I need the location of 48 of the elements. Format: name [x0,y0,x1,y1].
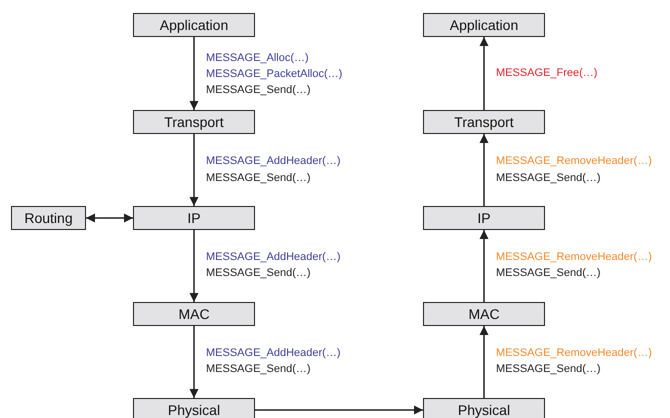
layer-box [423,13,545,37]
arrow [86,214,133,222]
arrow [190,37,198,110]
layer-name: MAC [468,306,500,322]
arrow [190,134,198,206]
layer-name: Routing [24,210,73,226]
arrow [480,326,488,398]
layer-name: IP [187,210,201,226]
function-call-label: MESSAGE_Send(…) [496,363,601,376]
function-call-label: MESSAGE_AddHeader(…) [206,155,340,168]
function-call-label: MESSAGE_Send(…) [496,267,601,280]
arrow [480,134,488,206]
function-call-label: MESSAGE_AddHeader(…) [206,347,340,360]
arrow [190,230,198,302]
arrow [480,37,488,110]
layer-box [133,302,255,326]
layer-box [423,302,545,326]
function-call-label: MESSAGE_Send(…) [206,363,311,376]
layer-box [133,398,255,418]
function-call-label: MESSAGE_RemoveHeader(…) [496,347,652,360]
function-call-label: MESSAGE_RemoveHeader(…) [496,155,652,168]
layer-name: IP [477,210,491,226]
function-call-label: MESSAGE_Alloc(…) [206,52,309,65]
layer-name: Transport [164,114,224,130]
function-call-label: MESSAGE_Send(…) [206,172,311,185]
layer-box [423,398,545,418]
layer-box [423,110,545,134]
arrow [480,230,488,302]
layer-name: MAC [178,306,210,322]
layer-box [423,206,545,230]
layer-name: Application [450,17,518,33]
arrow [190,326,198,398]
layer-box [133,206,255,230]
layer-box [11,206,86,230]
function-call-label: MESSAGE_RemoveHeader(…) [496,251,652,264]
layer-name: Application [160,17,228,33]
function-call-label: MESSAGE_Send(…) [206,267,311,280]
function-call-label: MESSAGE_PacketAlloc(…) [206,68,342,81]
layer-name: Transport [454,114,514,130]
function-call-label: MESSAGE_Free(…) [496,67,598,80]
layer-box [133,13,255,37]
layer-box [133,110,255,134]
function-call-label: MESSAGE_AddHeader(…) [206,251,340,264]
arrow [255,406,423,414]
function-call-label: MESSAGE_Send(…) [206,84,311,97]
function-call-label: MESSAGE_Send(…) [496,172,601,185]
layer-name: Physical [168,402,220,418]
layer-name: Physical [458,402,510,418]
